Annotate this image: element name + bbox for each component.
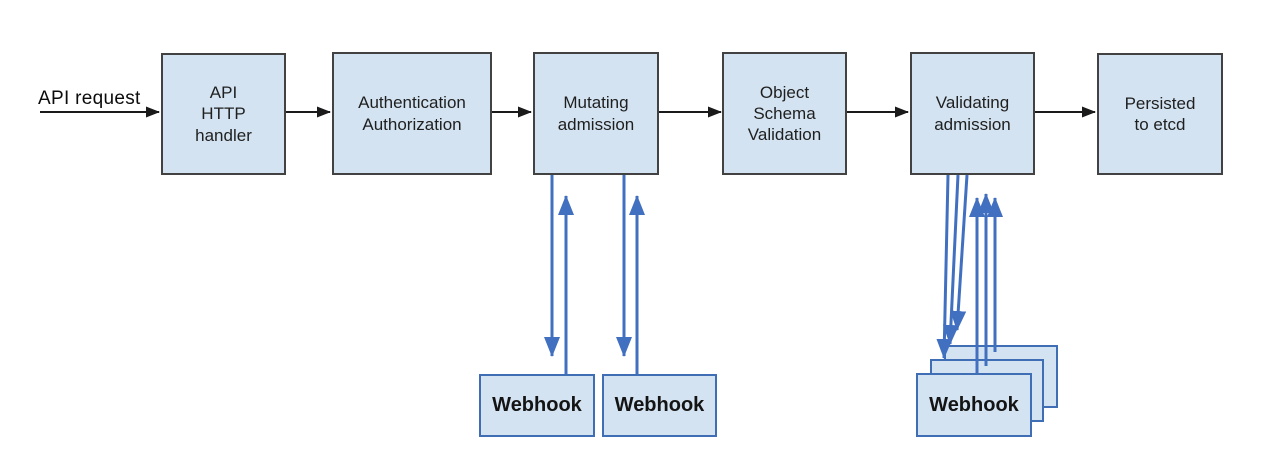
node-object-schema-validation: Object Schema Validation — [722, 52, 847, 175]
node-authentication-authorization: Authentication Authorization — [332, 52, 492, 175]
node-webhook-mutating-1: Webhook — [479, 374, 595, 437]
node-mutating-admission: Mutating admission — [533, 52, 659, 175]
arrow-validating-to-webhook-down-3 — [936, 174, 953, 359]
arrow-validating-to-webhook-down-1 — [950, 174, 969, 331]
arrow-validating-to-webhook-down-2 — [942, 174, 960, 345]
node-webhook-mutating-2: Webhook — [602, 374, 717, 437]
api-request-label: API request — [38, 88, 141, 109]
node-validating-admission: Validating admission — [910, 52, 1035, 175]
node-webhook-validating-front: Webhook — [916, 373, 1032, 437]
node-api-http-handler: API HTTP handler — [161, 53, 286, 175]
node-persisted-to-etcd: Persisted to etcd — [1097, 53, 1223, 175]
